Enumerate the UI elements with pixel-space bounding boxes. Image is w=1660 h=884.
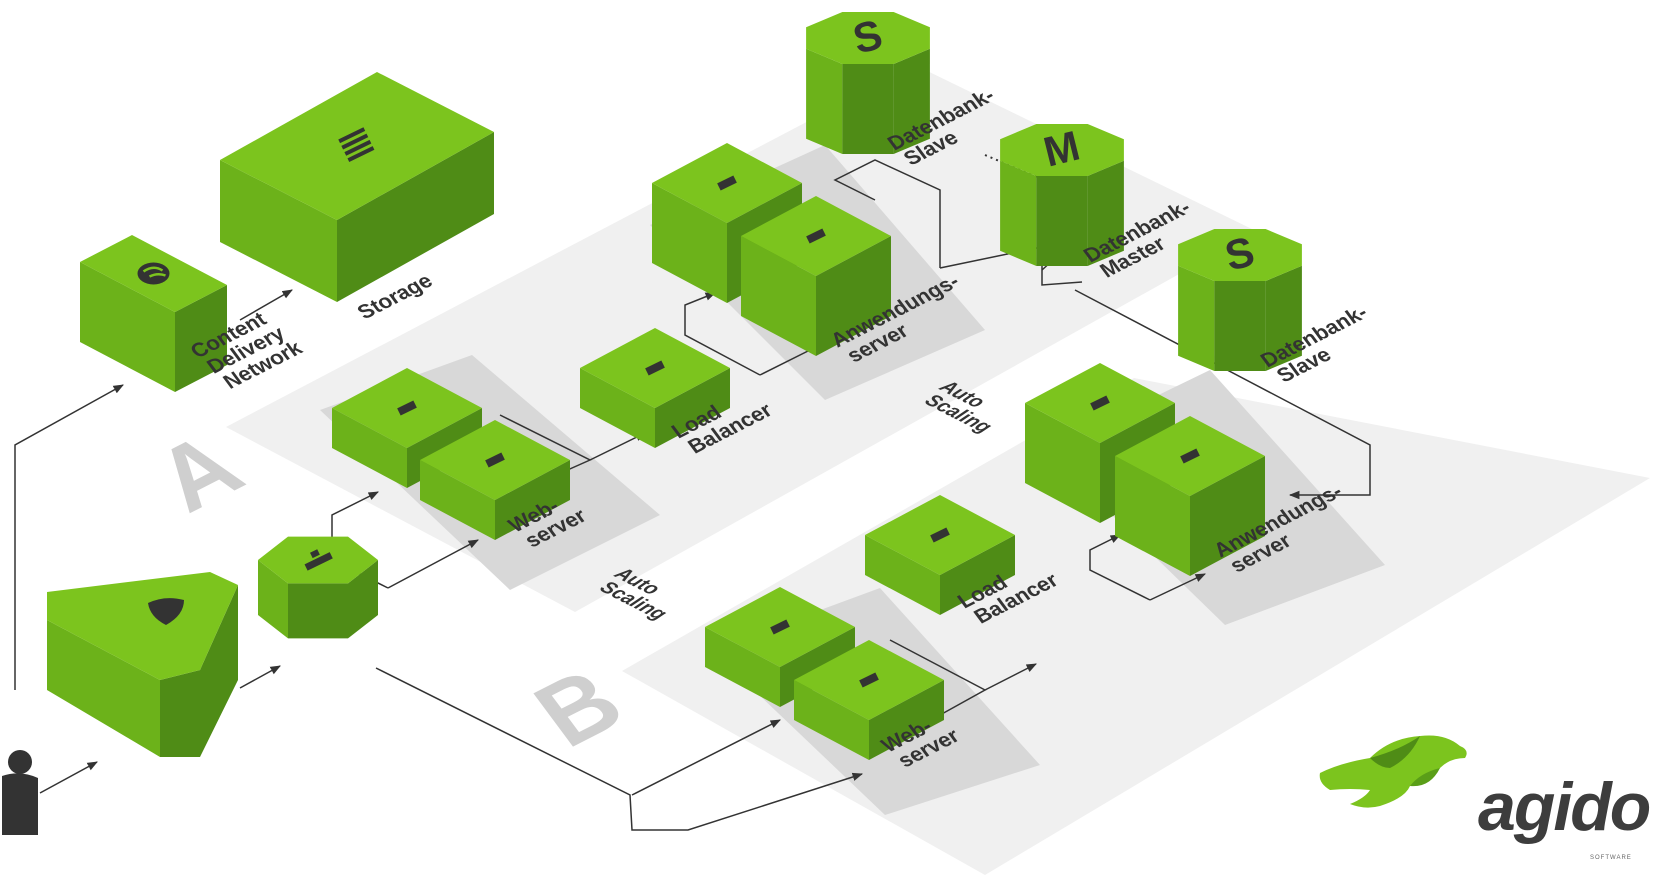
user-icon: [2, 750, 38, 835]
server-icon: [1090, 395, 1110, 411]
shapes-layer: SMS: [47, 10, 1302, 760]
load-balancer-a-box: [580, 328, 730, 448]
cdn-box: [80, 235, 227, 392]
server-icon: [806, 228, 826, 244]
db-master-prism: M: [1000, 122, 1124, 266]
server-icon: [717, 175, 737, 191]
app-server-b2-box: [1115, 416, 1265, 576]
webserver-a2-box: [420, 420, 570, 540]
agido-wordmark: agido: [1478, 769, 1651, 845]
globe-icon: [137, 262, 170, 285]
server-icon: [930, 527, 950, 543]
router-prism: [258, 536, 378, 639]
agido-panther-logo: [1319, 735, 1467, 808]
router-icon: [304, 549, 333, 571]
server-icon: [1180, 448, 1200, 464]
app-server-a2-box: [741, 196, 891, 356]
server-icon: [397, 400, 417, 416]
server-icon: [645, 360, 665, 376]
storage-box: [220, 72, 494, 302]
server-icon: [770, 619, 790, 635]
db-slave-1-prism: S: [806, 10, 930, 154]
load-balancer-b-box: [865, 495, 1015, 615]
server-icon: [485, 452, 505, 468]
firewall-prism: [47, 572, 238, 757]
shield-icon: [148, 598, 184, 625]
webserver-b2-box: [794, 640, 944, 760]
storage-icon: [338, 127, 375, 163]
agido-subtitle: SOFTWARE: [1590, 855, 1632, 861]
db-slave-2-prism: S: [1178, 227, 1302, 371]
server-icon: [859, 672, 879, 688]
